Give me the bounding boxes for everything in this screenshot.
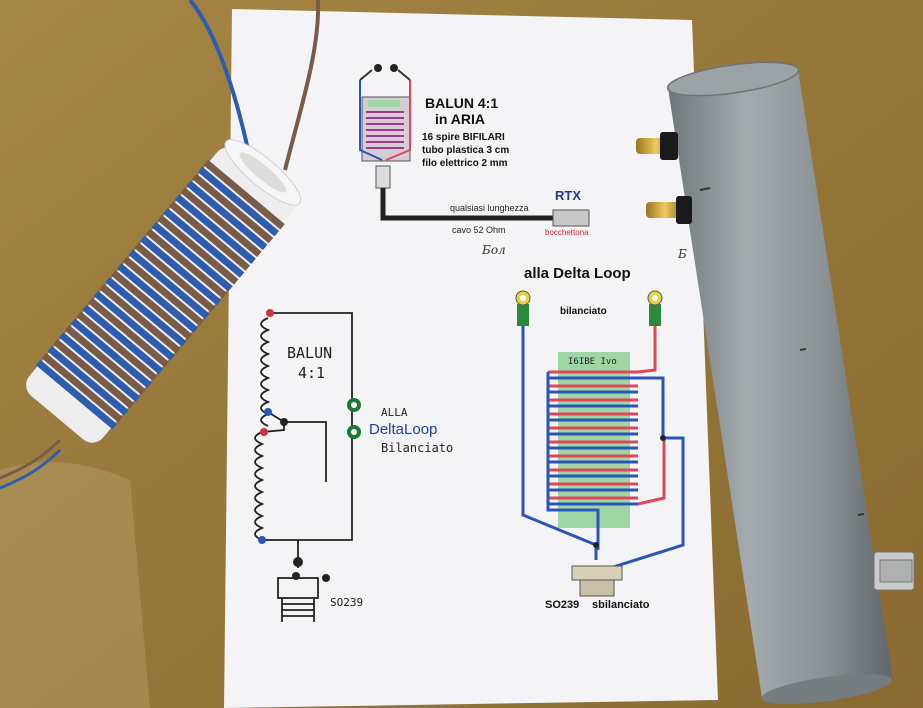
sketch-alla: ALLA	[381, 406, 408, 419]
paper-sheet	[224, 9, 718, 708]
binding-post-bottom	[646, 202, 684, 218]
handwritten-note-left: Бол	[481, 243, 506, 257]
coil-label: I6IBE Ivo	[568, 357, 617, 367]
connector-label: bocchettona	[545, 228, 589, 237]
cable-length-label: qualsiasi lunghezza	[450, 203, 529, 213]
pvc-pipe-balun	[636, 61, 915, 705]
delta-loop-title: alla Delta Loop	[524, 265, 631, 282]
bilanciato-label: bilanciato	[560, 306, 607, 317]
sketch-bilanciato: Bilanciato	[381, 441, 453, 455]
rtx-label: RTX	[555, 188, 581, 203]
sketch-title-line2: 4:1	[298, 364, 325, 382]
balun-title-line2: in ARIA	[435, 111, 485, 127]
wound-balun-coil	[0, 0, 321, 490]
so239-label: SO239	[545, 599, 579, 611]
top-balun-diagram	[359, 64, 590, 227]
balun-title-line1: BALUN 4:1	[425, 95, 498, 111]
spec-line1: 16 spire BIFILARI	[422, 132, 505, 143]
spec-line3: filo elettrico 2 mm	[422, 158, 508, 169]
color-balun-diagram: I6IBE Ivo	[515, 290, 685, 597]
handwritten-note-right: Б	[677, 247, 687, 261]
sketch-so239: SO239	[330, 596, 363, 609]
cable-type-label: cavo 52 Ohm	[452, 225, 506, 235]
sketch-deltaloop: DeltaLoop	[369, 421, 437, 438]
spec-line2: tubo plastica 3 cm	[422, 145, 509, 156]
sbilanciato-label: sbilanciato	[592, 599, 650, 611]
sketch-title-line1: BALUN	[287, 344, 332, 362]
